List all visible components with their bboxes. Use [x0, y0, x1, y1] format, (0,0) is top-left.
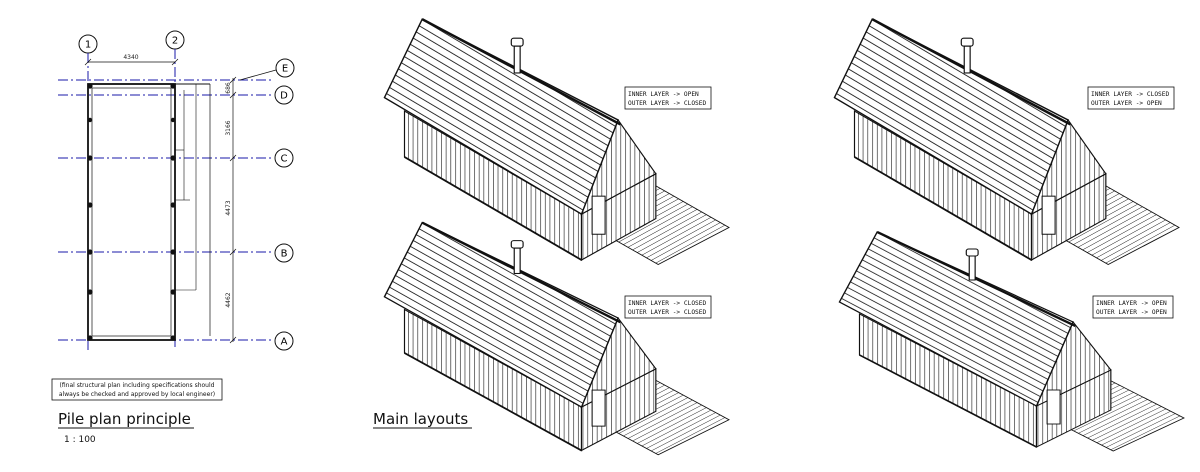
piles [87, 83, 176, 341]
pile-plan-scale: 1 : 100 [64, 435, 96, 445]
svg-text:D: D [280, 91, 288, 102]
svg-text:OUTER LAYER -> CLOSED: OUTER LAYER -> CLOSED [628, 309, 707, 316]
svg-text:4462: 4462 [225, 292, 232, 307]
svg-text:4340: 4340 [123, 54, 138, 61]
dimension-top: 4340 [84, 54, 179, 66]
axis-row-e: E [239, 58, 295, 81]
engineer-note: (final structural plan including specifi… [51, 378, 223, 401]
layout-tag-3: INNER LAYER -> CLOSED OUTER LAYER -> CLO… [624, 295, 712, 319]
axis-row-d: D [274, 85, 294, 105]
svg-text:INNER LAYER -> CLOSED: INNER LAYER -> CLOSED [1091, 91, 1170, 98]
svg-text:2: 2 [172, 36, 178, 47]
svg-text:always be checked and approved: always be checked and approved by local … [59, 391, 215, 398]
layout-tag-2: INNER LAYER -> CLOSED OUTER LAYER -> OPE… [1087, 86, 1175, 110]
svg-text:A: A [281, 337, 288, 348]
main-layouts: INNER LAYER -> OPEN OUTER LAYER -> CLOSE… [373, 17, 1186, 457]
axis-row-c: C [274, 148, 294, 168]
pile-plan-title: Pile plan principle [58, 410, 191, 428]
axis-row-b: B [274, 243, 294, 263]
layout-4 [838, 230, 1186, 453]
layout-2 [833, 17, 1181, 266]
dimension-right: 4462 4473 3166 686 [225, 76, 237, 344]
svg-text:INNER LAYER -> CLOSED: INNER LAYER -> CLOSED [628, 300, 707, 307]
svg-text:686: 686 [225, 82, 232, 94]
pile-plan: 1 2 4340 E D [51, 30, 295, 445]
svg-text:B: B [281, 249, 288, 260]
svg-text:INNER LAYER -> OPEN: INNER LAYER -> OPEN [1096, 300, 1167, 307]
layout-tag-4: INNER LAYER -> OPEN OUTER LAYER -> OPEN [1092, 295, 1174, 319]
svg-text:4473: 4473 [225, 200, 232, 215]
main-layouts-title: Main layouts [373, 410, 468, 428]
svg-text:3166: 3166 [225, 120, 232, 135]
foundation-frame [87, 83, 211, 341]
svg-text:(final structural plan includi: (final structural plan including specifi… [60, 382, 215, 389]
svg-text:OUTER LAYER -> CLOSED: OUTER LAYER -> CLOSED [628, 100, 707, 107]
svg-text:OUTER LAYER -> OPEN: OUTER LAYER -> OPEN [1096, 309, 1167, 316]
layout-tag-1: INNER LAYER -> OPEN OUTER LAYER -> CLOSE… [624, 86, 712, 110]
layout-1 [383, 17, 731, 266]
svg-text:C: C [281, 154, 288, 165]
axis-row-a: A [274, 331, 294, 351]
svg-text:E: E [282, 64, 288, 75]
svg-text:1: 1 [85, 40, 91, 51]
svg-text:INNER LAYER -> OPEN: INNER LAYER -> OPEN [628, 91, 699, 98]
svg-text:OUTER LAYER -> OPEN: OUTER LAYER -> OPEN [1091, 100, 1162, 107]
